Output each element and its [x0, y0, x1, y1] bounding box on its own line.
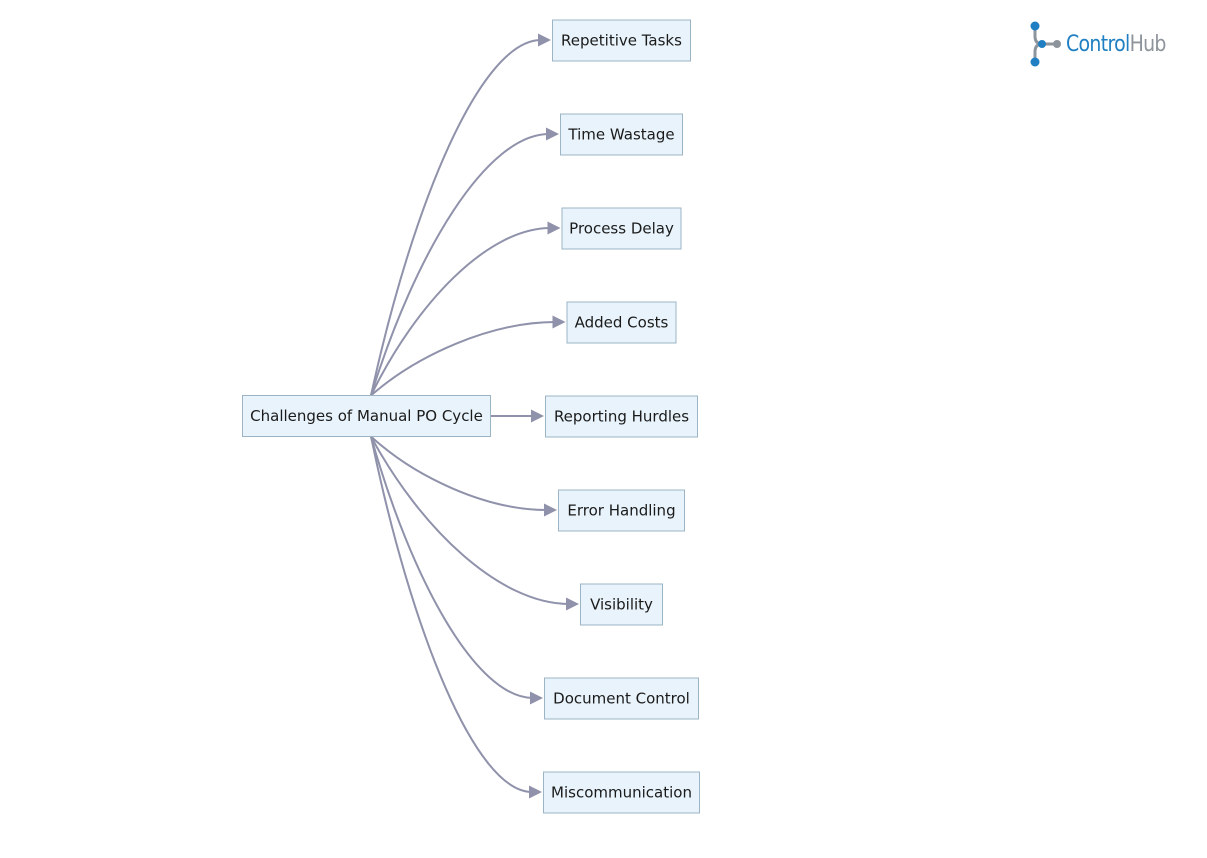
target-node-label: Repetitive Tasks	[561, 32, 682, 50]
target-node-box	[561, 207, 682, 250]
source-node-label: Challenges of Manual PO Cycle	[250, 407, 483, 425]
target-node: Reporting Hurdles	[545, 395, 698, 438]
edge-line	[370, 435, 548, 511]
target-node: Error Handling	[558, 489, 685, 532]
logo-text-secondary: Hub	[1129, 31, 1167, 57]
target-node-label: Time Wastage	[567, 126, 674, 144]
arrowhead-icon	[531, 409, 544, 423]
target-node-box	[558, 489, 685, 532]
edge-line	[370, 436, 570, 605]
source-node: Challenges of Manual PO Cycle	[242, 395, 491, 437]
arrowhead-icon	[530, 691, 543, 705]
edge-line	[370, 436, 533, 793]
target-node-box	[545, 395, 698, 438]
target-node: Added Costs	[566, 301, 677, 344]
target-node-box	[560, 113, 683, 156]
target-node-box	[544, 677, 699, 720]
target-node: Time Wastage	[560, 113, 683, 156]
arrowhead-icon	[544, 503, 557, 517]
target-node-box	[580, 583, 663, 626]
arrowhead-icon	[546, 127, 559, 141]
target-node-box	[552, 19, 691, 62]
target-node-label: Reporting Hurdles	[554, 408, 689, 426]
target-node-label: Error Handling	[567, 502, 675, 520]
network-nodes-icon	[1030, 21, 1061, 67]
target-node-label: Process Delay	[569, 220, 674, 238]
source-node-box	[242, 395, 491, 437]
logo-text-primary: Control	[1066, 31, 1130, 57]
target-node: Miscommunication	[543, 771, 700, 814]
target-node: Process Delay	[561, 207, 682, 250]
target-node: Document Control	[544, 677, 699, 720]
edge-line	[370, 133, 550, 396]
edges-group	[370, 33, 579, 799]
arrowhead-icon	[538, 33, 551, 47]
target-node-label: Added Costs	[575, 314, 669, 332]
target-node: Visibility	[580, 583, 663, 626]
logo-wordmark: ControlHub	[1066, 32, 1166, 57]
edge-line	[370, 321, 556, 397]
target-node-label: Miscommunication	[551, 784, 692, 802]
edge-line	[370, 436, 534, 699]
target-node: Repetitive Tasks	[552, 19, 691, 62]
edge-line	[370, 39, 542, 396]
target-node-label: Document Control	[553, 690, 690, 708]
arrowhead-icon	[566, 597, 579, 611]
target-node-box	[566, 301, 677, 344]
controlhub-logo: ControlHub	[1028, 20, 1182, 68]
target-node-box	[543, 771, 700, 814]
arrowhead-icon	[529, 785, 542, 799]
arrowhead-icon	[547, 221, 561, 235]
edge-line	[370, 227, 551, 396]
arrowhead-icon	[552, 315, 566, 329]
target-node-label: Visibility	[590, 596, 653, 614]
